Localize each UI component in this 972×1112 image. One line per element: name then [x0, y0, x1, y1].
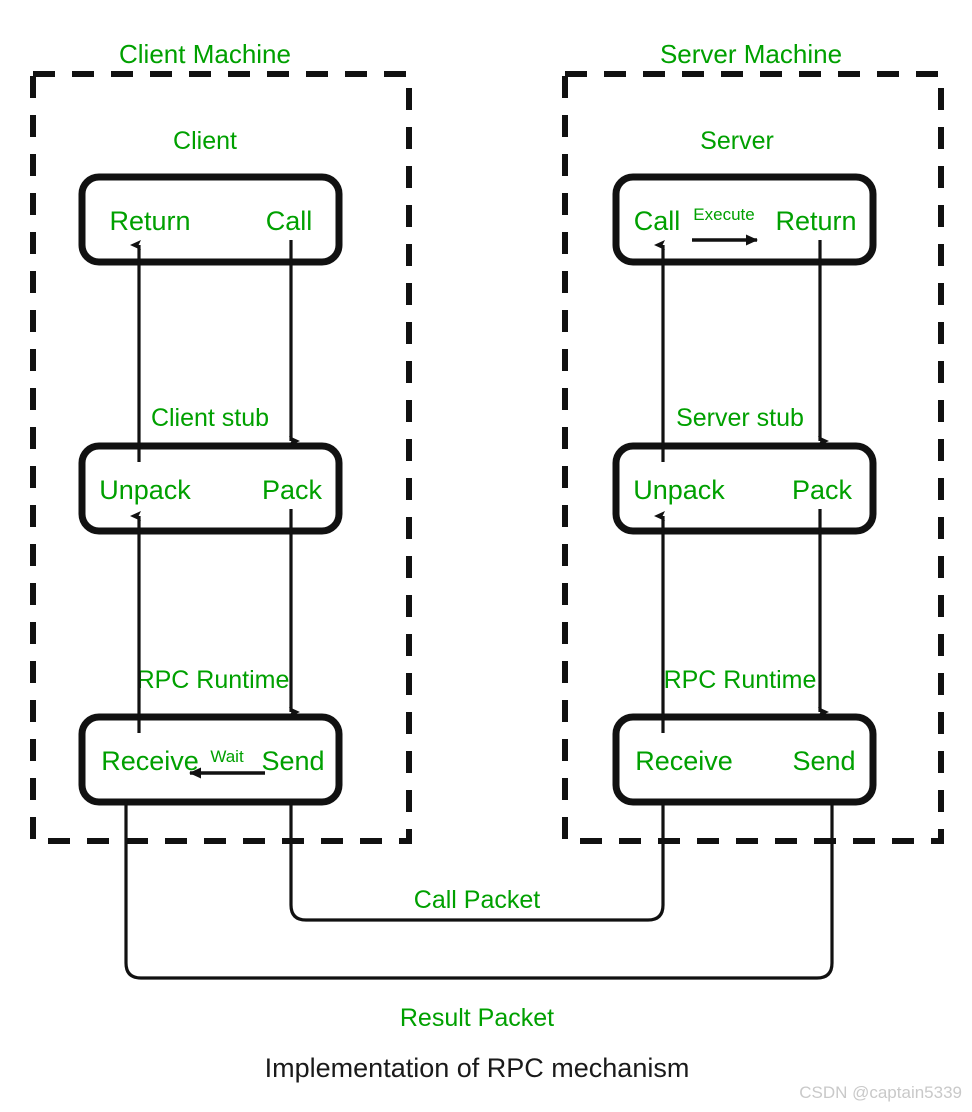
server-application-box[interactable]: [612, 173, 877, 266]
server-machine-frame: [562, 71, 944, 844]
client-runtime-left-label: Receive: [101, 746, 199, 776]
server-runtime-left-label: Receive: [635, 746, 733, 776]
client-rpc-runtime-box[interactable]: [78, 713, 343, 806]
client-machine-frame: [30, 71, 412, 844]
server-role-label: Server: [700, 127, 774, 155]
result-packet-path: [124, 800, 834, 980]
server-execute-label: Execute: [693, 205, 754, 224]
server-stub-right-label: Pack: [792, 475, 853, 505]
client-stub-layer-label: Client stub: [151, 404, 269, 432]
client-stub-right-label: Pack: [262, 475, 323, 505]
client-application-left-label: Return: [109, 206, 190, 236]
csdn-watermark: CSDN @captain5339: [799, 1083, 962, 1102]
client-application-right-label: Call: [266, 206, 313, 236]
server-runtime-right-label: Send: [792, 746, 855, 776]
client-wait-label: Wait: [210, 747, 244, 766]
server-application-left-label: Call: [634, 206, 681, 236]
client-application-box[interactable]: [78, 173, 343, 266]
server-rpc-runtime-box[interactable]: [612, 713, 877, 806]
server-application-right-label: Return: [775, 206, 856, 236]
call-packet-label: Call Packet: [414, 886, 540, 914]
result-packet-label: Result Packet: [400, 1004, 554, 1032]
client-machine-label: Client Machine: [119, 39, 291, 69]
server-stub-layer-label: Server stub: [676, 404, 804, 432]
server-stub-box[interactable]: [612, 442, 877, 535]
server-runtime-layer-label: RPC Runtime: [664, 666, 817, 694]
diagram-caption: Implementation of RPC mechanism: [265, 1053, 690, 1083]
client-stub-box[interactable]: [78, 442, 343, 535]
client-runtime-right-label: Send: [261, 746, 324, 776]
client-stub-left-label: Unpack: [99, 475, 191, 505]
server-stub-left-label: Unpack: [633, 475, 725, 505]
client-role-label: Client: [173, 127, 237, 155]
call-packet-path: [289, 800, 665, 922]
server-machine-label: Server Machine: [660, 39, 842, 69]
client-runtime-layer-label: RPC Runtime: [137, 666, 290, 694]
